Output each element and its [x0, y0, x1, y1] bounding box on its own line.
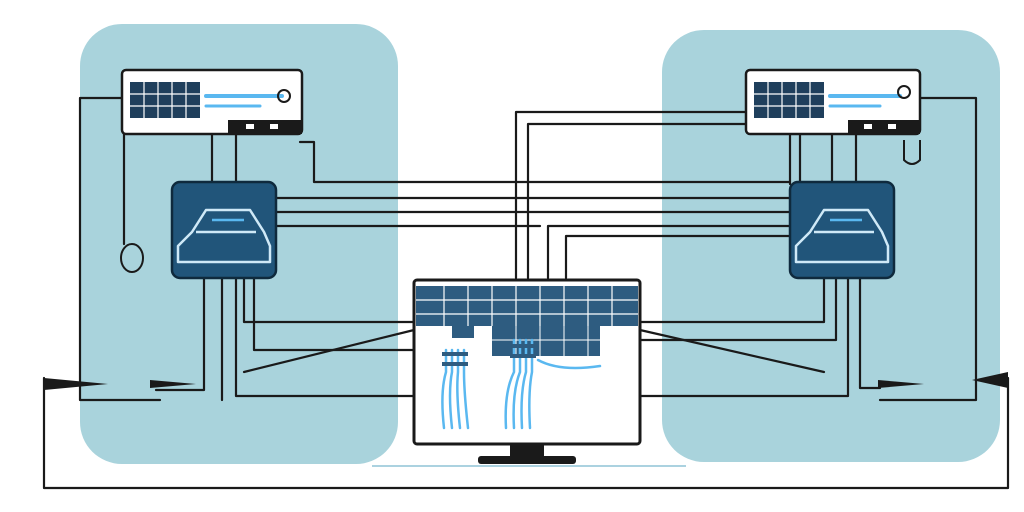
- arrow-right-outer: [972, 372, 1008, 388]
- bottom-bus-wire: [42, 376, 1010, 490]
- right-switch-down-3: [638, 276, 838, 342]
- rack-server-icon: [130, 82, 302, 134]
- left-rack-server: [120, 68, 304, 136]
- connection-wires: [42, 96, 1010, 490]
- right-outer-wire: [878, 96, 978, 402]
- rack-server-icon: [754, 82, 920, 134]
- right-coil-icon: [903, 140, 921, 165]
- arrow-left-outer: [44, 378, 108, 390]
- right-switch-down-4: [638, 276, 826, 324]
- left-network-switch: [170, 180, 278, 280]
- arrow-right-inner: [878, 380, 924, 388]
- bus-arrows: [44, 372, 1008, 390]
- arrow-left-inner: [150, 380, 196, 388]
- left-outer-wire: [78, 96, 162, 402]
- monitor-feed-1: [514, 110, 802, 280]
- monitor-feed-4: [564, 234, 792, 280]
- monitor-neck: [510, 444, 544, 456]
- right-network-switch: [788, 180, 896, 280]
- network-switch-icon: [794, 208, 890, 264]
- cross-wire-left: [242, 328, 416, 374]
- right-switch-down-1: [858, 276, 882, 390]
- right-rack-server: [744, 68, 922, 136]
- cross-link-wire: [298, 140, 792, 184]
- network-switch-icon: [176, 208, 272, 264]
- monitor-feed-3: [546, 224, 792, 280]
- left-switch-down-5: [252, 276, 416, 352]
- left-switch-down-3: [234, 276, 416, 398]
- computer-monitor: [372, 278, 686, 467]
- computer-monitor-icon: [416, 286, 638, 430]
- monitor-feed-2: [526, 122, 792, 280]
- monitor-base: [478, 456, 576, 464]
- cross-wire-right: [638, 328, 826, 374]
- left-switch-down-1: [154, 276, 206, 392]
- left-coil-icon: [120, 243, 144, 273]
- right-switch-down-2: [638, 276, 850, 398]
- left-switch-down-4: [242, 276, 416, 324]
